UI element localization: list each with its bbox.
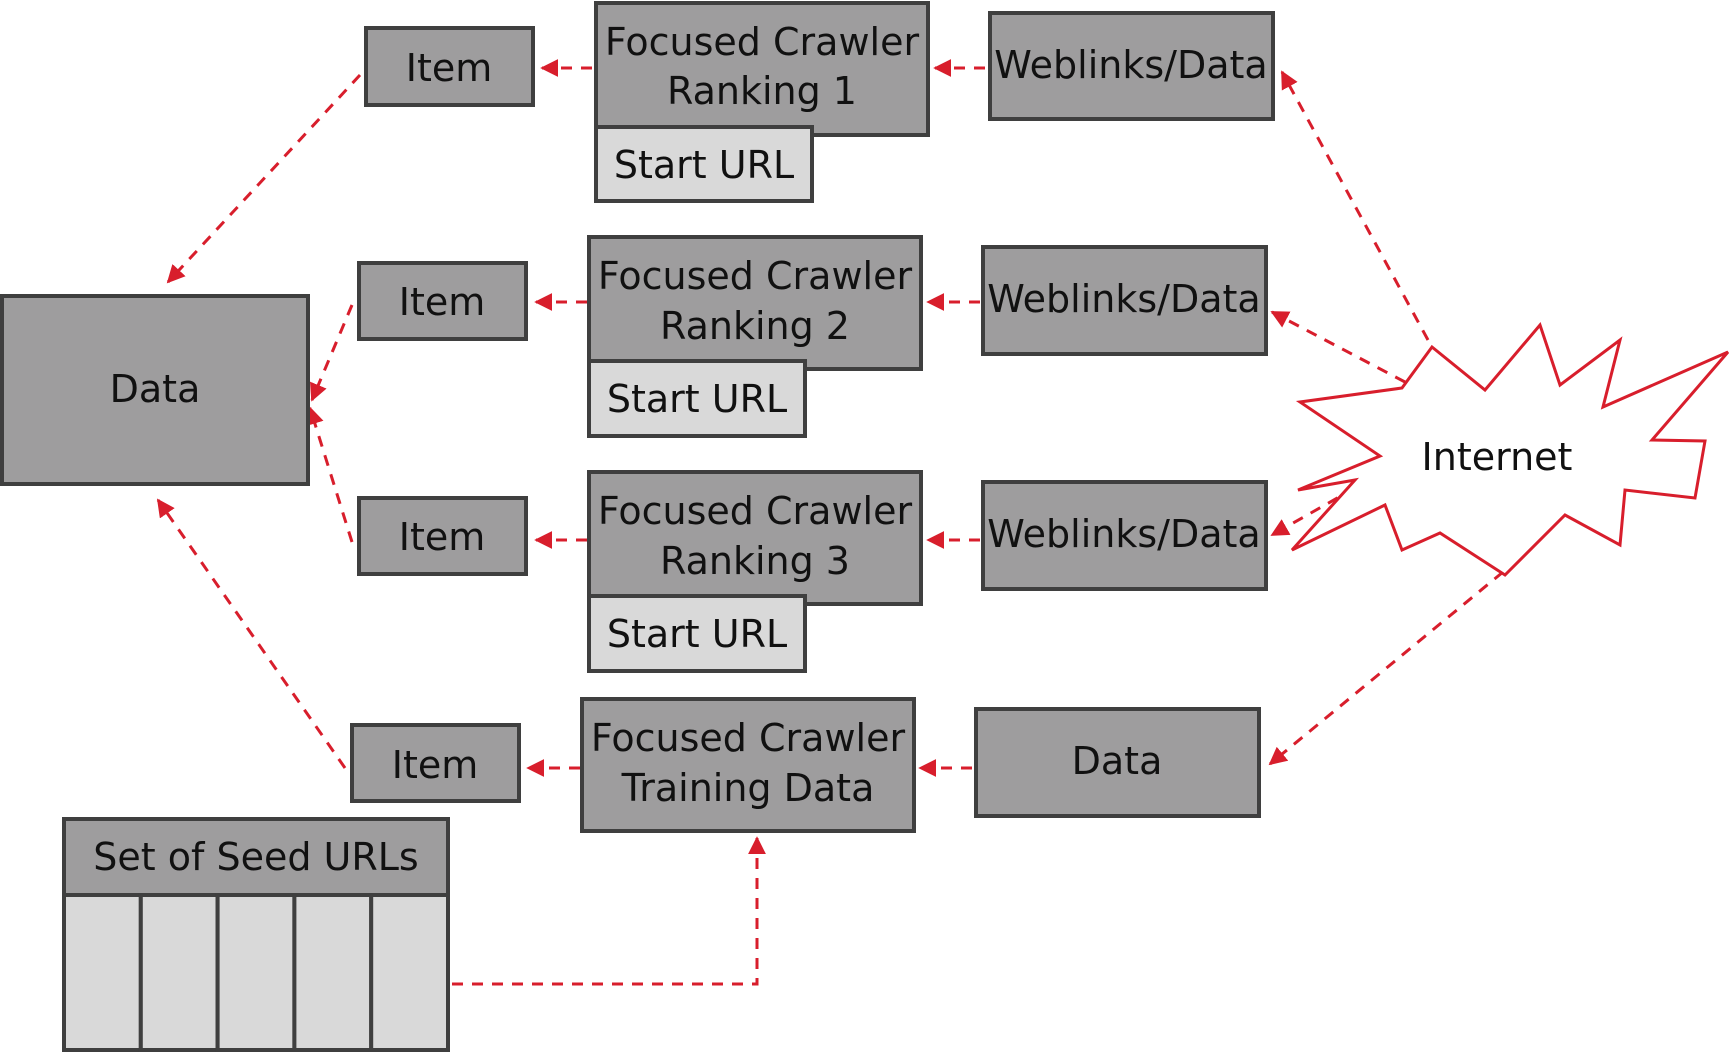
arrow-item2-to-data: [309, 304, 354, 402]
seed-url-cell: [292, 893, 374, 1052]
crawler-subtitle-3: Ranking 3: [660, 539, 850, 583]
crawler-box-3: Focused Crawler Ranking 3: [587, 470, 923, 606]
source-box-3: Weblinks/Data: [981, 480, 1268, 591]
training-crawler-subtitle: Training Data: [621, 766, 875, 810]
training-crawler-title: Focused Crawler: [591, 716, 906, 760]
crawler-box-1: Focused Crawler Ranking 1: [594, 1, 930, 137]
crawler-subtitle-1: Ranking 1: [667, 69, 857, 113]
source-label-1: Weblinks/Data: [994, 43, 1267, 87]
seed-url-cell: [369, 893, 451, 1052]
internet-cloud: Internet: [1290, 321, 1730, 577]
source-label-3: Weblinks/Data: [987, 512, 1260, 556]
seed-urls-header: [62, 817, 450, 897]
item-box-2: Item: [357, 261, 528, 341]
arrow-item3-to-data: [306, 406, 354, 543]
arrow-internet-to-source3: [1270, 486, 1356, 537]
training-source-label: Data: [1072, 739, 1163, 783]
start-url-label-3: Start URL: [607, 612, 787, 656]
arrow-item1-to-data: [166, 73, 362, 284]
data-store-label: Data: [110, 367, 201, 411]
crawler-box-2: Focused Crawler Ranking 2: [587, 235, 923, 371]
start-url-label-1: Start URL: [614, 143, 794, 187]
start-url-box-2: Start URL: [587, 359, 807, 438]
start-url-label-2: Start URL: [607, 377, 787, 421]
source-box-2: Weblinks/Data: [981, 245, 1268, 356]
source-label-2: Weblinks/Data: [987, 277, 1260, 321]
arrow-seed-to-trainingcrawler: [452, 836, 766, 986]
item-label-1: Item: [406, 46, 493, 90]
seed-urls-title: Set of Seed URLs: [93, 835, 418, 879]
item-box-4: Item: [350, 723, 521, 803]
internet-burst-shape: [1290, 321, 1730, 577]
arrow-internet-to-source2: [1270, 310, 1406, 384]
seed-urls-cells: [62, 893, 451, 1052]
seed-urls-table: Set of Seed URLs: [62, 817, 451, 1052]
seed-url-cell: [215, 893, 297, 1052]
training-source-box: Data: [974, 707, 1261, 818]
seed-url-cell: [62, 893, 143, 1052]
data-store-box: Data: [0, 294, 310, 486]
internet-label: Internet: [1422, 435, 1573, 479]
crawler-title-2: Focused Crawler: [598, 254, 913, 298]
crawler-title-3: Focused Crawler: [598, 489, 913, 533]
arrow-internet-to-source1: [1280, 70, 1430, 341]
arrow-item4-to-data: [156, 498, 347, 769]
start-url-box-1: Start URL: [594, 125, 814, 203]
training-crawler-box: Focused Crawler Training Data: [580, 697, 916, 833]
item-box-3: Item: [357, 496, 528, 576]
item-label-4: Item: [392, 743, 479, 787]
item-box-1: Item: [364, 26, 535, 107]
crawler-subtitle-2: Ranking 2: [660, 304, 850, 348]
item-label-3: Item: [399, 515, 486, 559]
arrow-internet-to-trainingsource: [1268, 570, 1504, 766]
crawler-title-1: Focused Crawler: [605, 20, 920, 64]
start-url-box-3: Start URL: [587, 594, 807, 673]
source-box-1: Weblinks/Data: [988, 11, 1275, 121]
seed-url-cell: [138, 893, 220, 1052]
item-label-2: Item: [399, 280, 486, 324]
